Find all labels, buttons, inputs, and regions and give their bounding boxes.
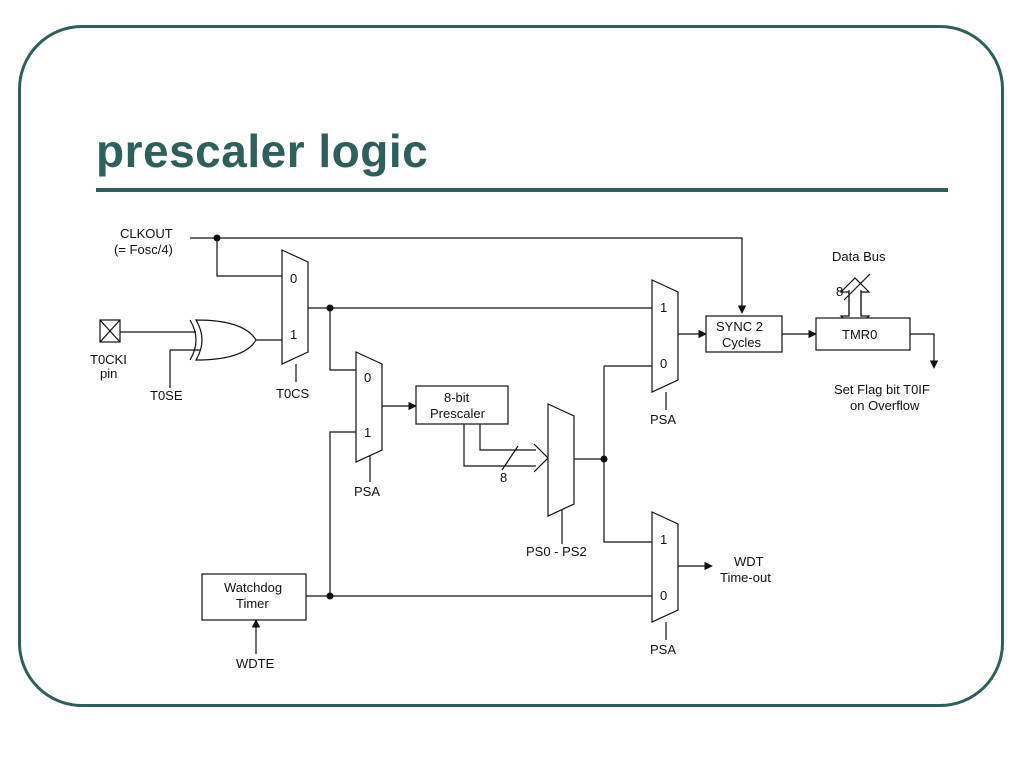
psa-label-tmr0-mux: PSA xyxy=(650,412,676,427)
tmr0-mux-in1: 1 xyxy=(660,300,667,315)
t0cs-mux-in0: 0 xyxy=(290,271,297,286)
xor-gate-icon xyxy=(189,319,257,361)
overflow-sub-label: on Overflow xyxy=(850,398,920,413)
prescaler-label: 8-bit xyxy=(444,390,470,405)
prescaler-output-mux xyxy=(547,403,575,517)
tmr0-register xyxy=(815,317,911,351)
wdt-label: WDT xyxy=(734,554,764,569)
wdt-mux-in1: 1 xyxy=(660,532,667,547)
slide-frame xyxy=(18,25,1004,707)
psa-mux-in0: 0 xyxy=(364,370,371,385)
prescaler-sub-label: Prescaler xyxy=(430,406,486,421)
slide-title: prescaler logic xyxy=(96,125,429,177)
wdt-timeout-label: Time-out xyxy=(720,570,771,585)
t0cs-mux-in1: 1 xyxy=(290,327,297,342)
sync-block xyxy=(705,315,783,353)
tmr0-label: TMR0 xyxy=(842,327,877,342)
data-bus-label: Data Bus xyxy=(832,249,886,264)
wdt-output-mux xyxy=(651,511,679,623)
watchdog-label: Watchdog xyxy=(224,580,282,595)
t0cs-label: T0CS xyxy=(276,386,310,401)
clkout-sub-label: (= Fosc/4) xyxy=(114,242,173,257)
overflow-label: Set Flag bit T0IF xyxy=(834,382,930,397)
t0cs-mux xyxy=(281,249,309,365)
sync-label: SYNC 2 xyxy=(716,319,763,334)
bus-width-label: 8 xyxy=(500,470,507,485)
wdte-label: WDTE xyxy=(236,656,275,671)
signal-wires xyxy=(120,234,939,654)
prescaler-block xyxy=(415,385,509,425)
diagram-labels: CLKOUT (= Fosc/4) T0CKI pin T0SE T0CS 0 … xyxy=(90,226,930,671)
psa-label-input-mux: PSA xyxy=(354,484,380,499)
t0cki-pin-icon xyxy=(99,319,121,343)
watchdog-timer-block xyxy=(201,573,307,621)
sync-sub-label: Cycles xyxy=(722,335,762,350)
wdt-mux-in0: 0 xyxy=(660,588,667,603)
data-bus-width-label: 8 xyxy=(836,284,843,299)
psa-label-wdt-mux: PSA xyxy=(650,642,676,657)
clkout-label: CLKOUT xyxy=(120,226,173,241)
title-underline xyxy=(96,188,948,192)
t0cki-label: T0CKI xyxy=(90,352,127,367)
watchdog-sub-label: Timer xyxy=(236,596,269,611)
ps-select-label: PS0 - PS2 xyxy=(526,544,587,559)
psa-mux-in1: 1 xyxy=(364,425,371,440)
tmr0-source-mux xyxy=(651,279,679,393)
psa-input-mux xyxy=(355,351,383,463)
t0se-label: T0SE xyxy=(150,388,183,403)
tmr0-mux-in0: 0 xyxy=(660,356,667,371)
t0cki-pin-label: pin xyxy=(100,366,117,381)
